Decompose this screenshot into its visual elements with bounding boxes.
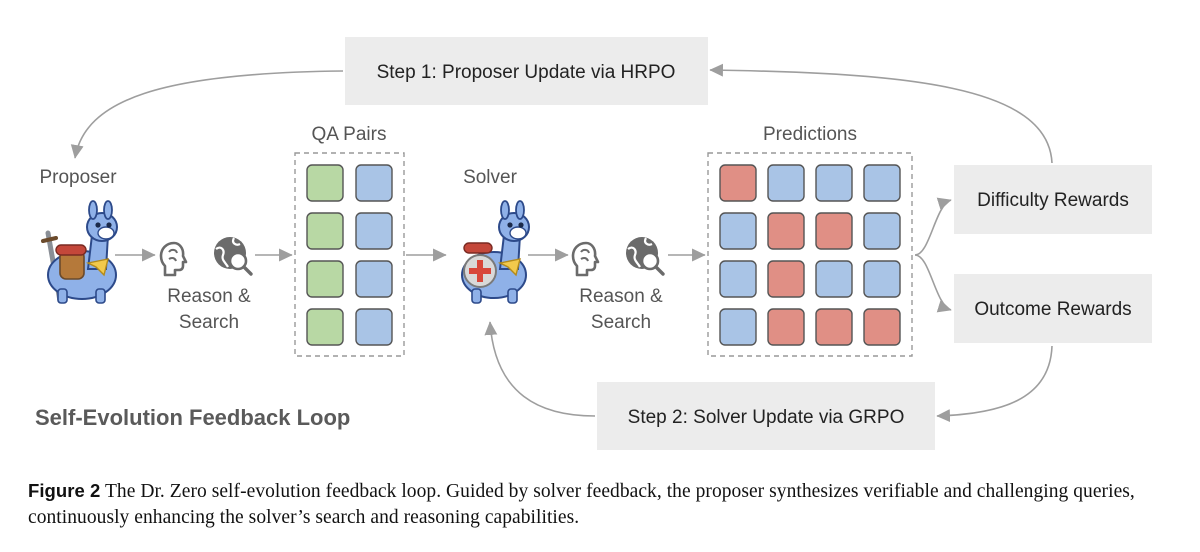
reason-label-1-line1: Reason & [167, 286, 251, 307]
arrow-predictions-to-outcome [914, 254, 952, 313]
reason-label-1-line2: Search [179, 312, 239, 333]
arrow-step2-to-solver [484, 321, 596, 417]
step1-box: Step 1: Proposer Update via HRPO [345, 37, 708, 105]
globe-search-icon [214, 237, 253, 276]
proposer-llama-illustration [41, 200, 118, 304]
prediction-cell-blue [863, 260, 901, 298]
solver-label: Solver [463, 167, 518, 188]
solver-llama-illustration [461, 200, 530, 304]
qa-pairs-container [294, 152, 405, 357]
prediction-cell-blue [767, 164, 805, 202]
figure-caption-text: The Dr. Zero self-evolution feedback loo… [28, 481, 1135, 528]
prediction-cell-red [815, 308, 853, 346]
prediction-cell-blue [719, 212, 757, 250]
prediction-cell-red [767, 212, 805, 250]
prediction-cell-red [767, 308, 805, 346]
arrow-predictions-to-difficulty [914, 197, 952, 256]
difficulty-rewards-label: Difficulty Rewards [977, 190, 1129, 211]
loop-title: Self-Evolution Feedback Loop [35, 405, 350, 430]
reason-label-2-line1: Reason & [579, 286, 663, 307]
prediction-cell-blue [863, 212, 901, 250]
qa-cell-green [306, 164, 344, 202]
arrow-step1-to-proposer [70, 70, 344, 159]
qa-cell-green [306, 212, 344, 250]
prediction-cell-blue [863, 164, 901, 202]
prediction-cell-red [719, 164, 757, 202]
prediction-cell-red [767, 260, 805, 298]
figure-label: Figure 2 [28, 480, 101, 501]
predictions-grid [719, 164, 901, 346]
prediction-cell-blue [815, 260, 853, 298]
step2-box: Step 2: Solver Update via GRPO [597, 382, 935, 450]
qa-cell-blue [355, 308, 393, 346]
predictions-label: Predictions [763, 124, 857, 145]
reason-label-2-line2: Search [591, 312, 651, 333]
globe-search-icon [626, 237, 665, 276]
brain-icon [159, 241, 188, 277]
medical-cross-icon [463, 254, 497, 288]
qa-pairs-grid [306, 164, 393, 346]
qa-cell-green [306, 260, 344, 298]
qa-cell-blue [355, 164, 393, 202]
prediction-cell-blue [719, 260, 757, 298]
prediction-cell-red [815, 212, 853, 250]
qa-cell-blue [355, 212, 393, 250]
arrow-rewards-to-step1 [709, 63, 1053, 164]
figure-caption: Figure 2 The Dr. Zero self-evolution fee… [28, 478, 1173, 531]
prediction-cell-blue [719, 308, 757, 346]
qa-cell-green [306, 308, 344, 346]
outcome-rewards-box: Outcome Rewards [954, 274, 1152, 343]
proposer-label: Proposer [39, 167, 117, 188]
qa-cell-blue [355, 260, 393, 298]
arrow-outcome-to-step2 [936, 345, 1053, 423]
qa-pairs-label: QA Pairs [312, 124, 387, 145]
step2-label: Step 2: Solver Update via GRPO [628, 407, 905, 428]
difficulty-rewards-box: Difficulty Rewards [954, 165, 1152, 234]
prediction-cell-red [863, 308, 901, 346]
outcome-rewards-label: Outcome Rewards [974, 299, 1131, 320]
predictions-container [707, 152, 913, 357]
brain-icon [571, 241, 600, 277]
step1-label: Step 1: Proposer Update via HRPO [377, 62, 676, 83]
prediction-cell-blue [815, 164, 853, 202]
